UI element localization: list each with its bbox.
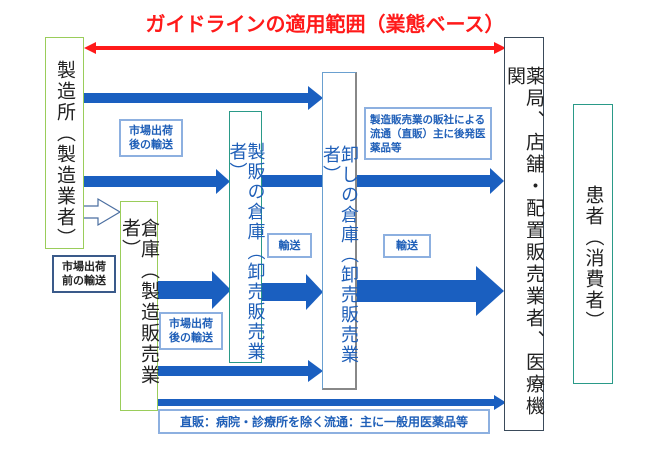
arrow-mfr-to-wholesale xyxy=(84,86,323,110)
arrow-sales-warehouse-to-pharmacy xyxy=(262,168,504,194)
arrow-mfr-to-sales-warehouse xyxy=(84,169,230,194)
node-pharmacy: 薬局、店舗・配置販売業者、医療機関 xyxy=(504,37,545,431)
node-sales-warehouse: 製販の倉庫（卸売販売業者） xyxy=(226,111,266,363)
label-direct-sales-otc: 直販：病院・診療所を除く流通：主に一般用医薬品等 xyxy=(158,409,490,434)
node-wholesale-warehouse-label: 卸しの倉庫（卸売販売業者） xyxy=(320,145,359,365)
arrow-mfr-warehouse-to-wholesale xyxy=(158,360,323,382)
node-manufacturer: 製造所（製造業者） xyxy=(45,37,84,249)
node-sales-warehouse-label: 製販の倉庫（卸売販売業者） xyxy=(226,142,266,362)
arrow-mfr-warehouse-to-sales-warehouse xyxy=(158,271,231,309)
node-wholesale-warehouse: 卸しの倉庫（卸売販売業者） xyxy=(320,72,359,390)
diagram-title: ガイドラインの適用範囲（業態ベース） xyxy=(145,12,505,36)
arrow-sales-warehouse-to-wholesale xyxy=(262,274,323,310)
arrow-wholesale-to-pharmacy xyxy=(357,266,504,316)
label-transport-1: 輸送 xyxy=(267,233,312,258)
node-patient: 患者（消費者） xyxy=(573,104,613,384)
node-mfr-warehouse-label: 倉庫（製造販売業者） xyxy=(119,218,160,386)
label-post-market-transport-2: 市場出荷後の輸送 xyxy=(159,312,223,350)
arrow-mfr-warehouse-to-pharmacy xyxy=(158,395,506,410)
label-direct-sales-generic: 製造販売業の販社による流通（直販）主に後発医薬品等 xyxy=(364,107,492,160)
scope-double-arrow xyxy=(84,42,506,54)
hollow-arrow-pre-market xyxy=(81,197,122,227)
node-patient-label: 患者（消費者） xyxy=(582,185,605,332)
node-manufacturer-label: 製造所（製造業者） xyxy=(54,60,76,249)
node-pharmacy-label: 薬局、店舗・配置販売業者、医療機関 xyxy=(504,66,545,418)
label-transport-2: 輸送 xyxy=(383,234,431,258)
label-pre-market-transport: 市場出荷前の輸送 xyxy=(52,255,116,293)
label-post-market-transport-1: 市場出荷後の輸送 xyxy=(119,119,183,157)
node-mfr-warehouse: 倉庫（製造販売業者） xyxy=(119,201,160,411)
